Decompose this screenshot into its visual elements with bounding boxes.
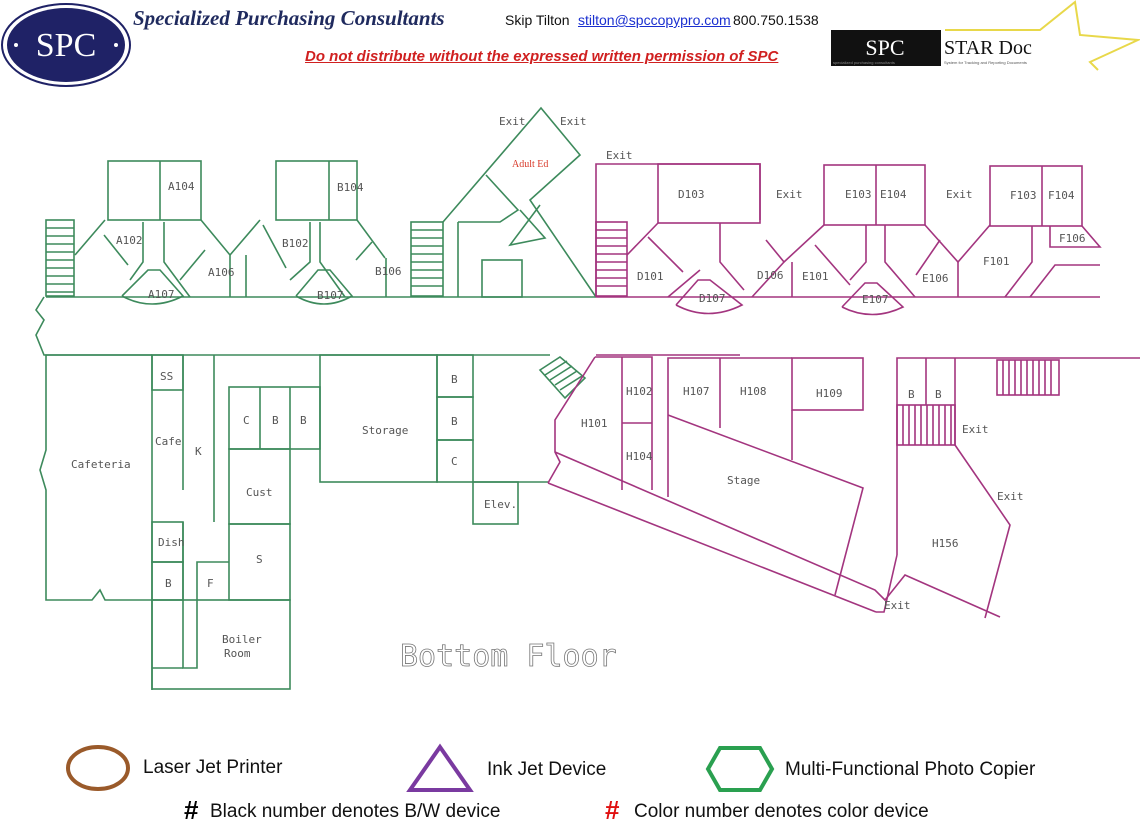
exit-label: Exit [776, 188, 803, 201]
star-doc-logo: SPC STAR Doc specialized purchasing cons… [831, 0, 1140, 71]
room-label: B [908, 388, 915, 401]
svg-text:specialized purchasing consult: specialized purchasing consultants [833, 60, 895, 65]
room-label: B [165, 577, 172, 590]
legend-symbols [66, 743, 775, 792]
floor-title: Bottom Floor [400, 639, 617, 674]
room-label: Storage [362, 424, 408, 437]
room-label: B [300, 414, 307, 427]
room-label: D107 [699, 292, 726, 305]
room-labels: A104 A102 A106 A107 B104 B102 B106 B107 … [71, 115, 1086, 660]
legend-color-note: Color number denotes color device [634, 801, 929, 822]
room-label: C [243, 414, 250, 427]
room-label: H108 [740, 385, 767, 398]
stairs [538, 356, 587, 400]
room-label: F101 [983, 255, 1010, 268]
room-label: E103 [845, 188, 872, 201]
room-label: S [256, 553, 263, 566]
contact-phone: 800.750.1538 [733, 12, 819, 28]
legend-copier-label: Multi-Functional Photo Copier [785, 759, 1036, 780]
room-label: A102 [116, 234, 143, 247]
exit-label: Exit [997, 490, 1024, 503]
legend-laser-label: Laser Jet Printer [143, 757, 283, 778]
room-label: A107 [148, 288, 175, 301]
room-label: D103 [678, 188, 705, 201]
exit-label: Exit [962, 423, 989, 436]
exit-label: Exit [499, 115, 526, 128]
svg-text:System for Tracking and Report: System for Tracking and Reporting Docume… [944, 60, 1027, 65]
room-label: Room [224, 647, 251, 660]
room-label: D101 [637, 270, 664, 283]
svg-text:SPC: SPC [36, 27, 97, 64]
room-label: H107 [683, 385, 710, 398]
svg-text:STAR Doc: STAR Doc [944, 37, 1032, 59]
room-label: Cafeteria [71, 458, 131, 471]
header-graphics: SPC SPC STAR Doc specialized purchasing … [1, 0, 1140, 87]
room-label: B104 [337, 181, 364, 194]
room-label: D106 [757, 269, 784, 282]
stairs [45, 219, 75, 297]
room-label: A106 [208, 266, 235, 279]
legend-bw-note: Black number denotes B/W device [210, 801, 501, 822]
room-label: Stage [727, 474, 760, 487]
room-label: H104 [626, 450, 653, 463]
room-label: E107 [862, 293, 889, 306]
exit-label: Exit [560, 115, 587, 128]
room-label: H156 [932, 537, 959, 550]
room-label: B [451, 373, 458, 386]
room-label: B [272, 414, 279, 427]
exit-label: Exit [946, 188, 973, 201]
room-label: B102 [282, 237, 309, 250]
room-label: A104 [168, 180, 195, 193]
room-label: F103 [1010, 189, 1037, 202]
green-wing [35, 106, 597, 690]
room-label: Elev. [484, 498, 517, 511]
color-hash-symbol: # [605, 795, 620, 825]
legend-inkjet-label: Ink Jet Device [487, 759, 607, 780]
room-label-adult-ed: Adult Ed [512, 159, 548, 170]
room-label: H102 [626, 385, 653, 398]
contact-name: Skip Tilton [505, 12, 570, 28]
room-label: H109 [816, 387, 843, 400]
laser-printer-symbol [66, 745, 130, 791]
room-label: K [195, 445, 202, 458]
room-label: B107 [317, 289, 344, 302]
room-label: F106 [1059, 232, 1086, 245]
room-label: F [207, 577, 214, 590]
contact-email-link[interactable]: stilton@spccopypro.com [578, 12, 731, 28]
room-label: C [451, 455, 458, 468]
copier-symbol [705, 746, 775, 792]
bw-hash-symbol: # [184, 795, 199, 825]
ink-jet-symbol [406, 743, 474, 792]
room-label: Cust [246, 486, 273, 499]
room-label: Boiler [222, 633, 262, 646]
room-label: F104 [1048, 189, 1075, 202]
room-label: SS [160, 370, 173, 383]
room-label: Cafe [155, 435, 182, 448]
exit-label: Exit [884, 599, 911, 612]
room-label: B [935, 388, 942, 401]
spc-logo: SPC [1, 3, 131, 87]
room-label: H101 [581, 417, 608, 430]
company-name: Specialized Purchasing Consultants [133, 6, 445, 30]
room-label: E101 [802, 270, 829, 283]
exit-label: Exit [606, 149, 633, 162]
room-label: B [451, 415, 458, 428]
svg-text:SPC: SPC [865, 35, 904, 60]
room-label: Dish [158, 536, 185, 549]
magenta-wing [547, 163, 1140, 619]
room-label: E106 [922, 272, 949, 285]
room-label: B106 [375, 265, 402, 278]
room-label: E104 [880, 188, 907, 201]
distribution-warning: Do not distribute without the expressed … [305, 48, 779, 65]
